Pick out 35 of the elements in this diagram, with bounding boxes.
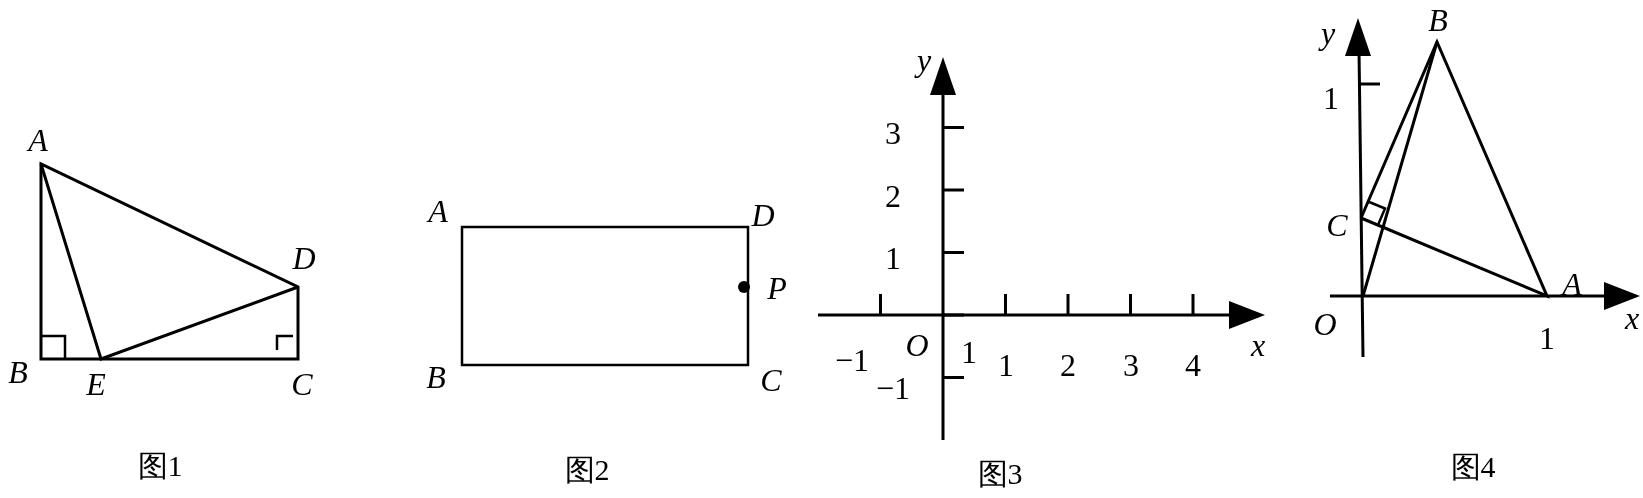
point-label: P: [767, 272, 787, 304]
point-label: −1: [835, 344, 869, 376]
point-label: 1: [885, 242, 901, 274]
point-label: B: [426, 361, 446, 393]
point-label: A: [428, 195, 448, 227]
point-label: 1: [1323, 82, 1339, 114]
axis-label: y: [1320, 17, 1336, 49]
point-label: C: [760, 364, 782, 396]
point-label: B: [1428, 4, 1448, 36]
point-label: B: [8, 356, 28, 388]
origin-label: O: [905, 329, 929, 361]
axis-label: y: [916, 44, 932, 76]
origin-label: O: [1313, 308, 1337, 340]
figure-caption: 图2: [564, 455, 610, 485]
point-label: −1: [876, 372, 910, 404]
point-label: 3: [885, 117, 901, 149]
point-label: A: [1562, 268, 1582, 300]
figure-caption: 图1: [137, 451, 183, 481]
point-label: 1: [998, 349, 1014, 381]
point-label: E: [86, 368, 106, 400]
point-label: 2: [885, 180, 901, 212]
figure-caption: 图4: [1450, 452, 1496, 482]
point-label: C: [291, 368, 313, 400]
figure-caption: 图3: [977, 459, 1023, 489]
point-label: D: [751, 199, 775, 231]
point-label: 2: [1060, 349, 1076, 381]
axis-label: x: [1624, 302, 1640, 334]
point-label: A: [28, 124, 48, 156]
point-label: 1: [961, 336, 977, 368]
point-label: 4: [1185, 349, 1201, 381]
point-label: 1: [1539, 322, 1555, 354]
axis-label: x: [1250, 329, 1266, 361]
point-label: 3: [1123, 349, 1139, 381]
point-label: D: [292, 242, 316, 274]
point-label: C: [1326, 209, 1348, 241]
